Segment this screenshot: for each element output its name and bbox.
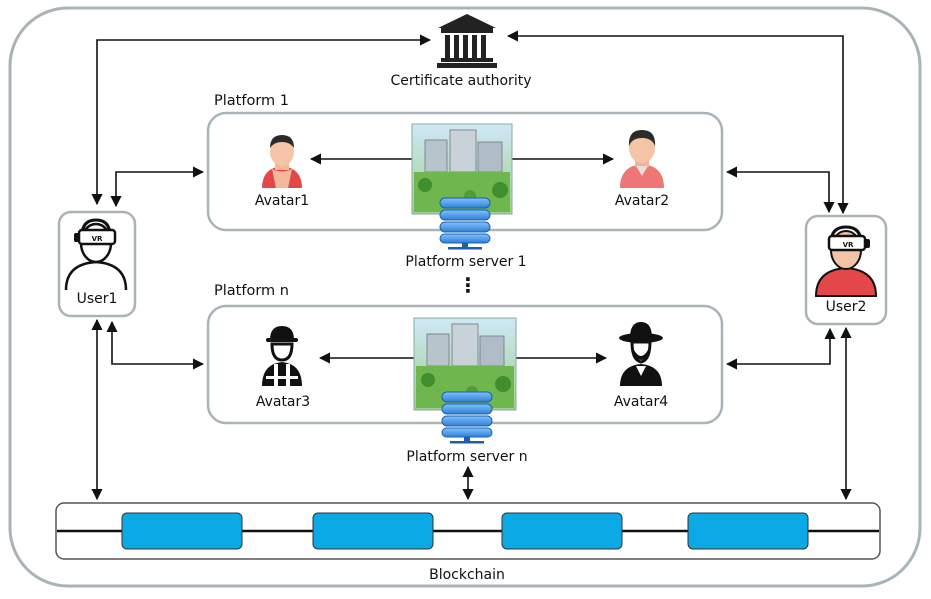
platform-1-label: Platform 1 xyxy=(214,93,289,109)
block-2 xyxy=(312,512,434,550)
platform-server-n-label: Platform server n xyxy=(406,449,528,465)
platforms-ellipsis: ⋮ xyxy=(458,273,478,297)
user1-label: User1 xyxy=(76,291,118,307)
arrow-platformn-user2 xyxy=(725,327,836,370)
avatar2-label: Avatar2 xyxy=(614,193,670,209)
blockchain-label: Blockchain xyxy=(429,567,505,583)
avatar3-icon xyxy=(262,326,302,386)
platform-n-label: Platform n xyxy=(214,283,289,299)
user1-vr-badge: VR xyxy=(92,235,103,243)
blockchain-blocks xyxy=(121,512,809,550)
arrow-user1-platformn xyxy=(106,320,205,370)
server-stack-icon xyxy=(439,197,491,250)
arrow-ca-user2 xyxy=(506,30,849,215)
user2-vr-badge: VR xyxy=(843,241,854,249)
user1-vr-icon: VR xyxy=(64,218,128,291)
avatar4-label: Avatar4 xyxy=(613,394,669,410)
avatar3-label: Avatar3 xyxy=(255,394,311,410)
avatar1-label: Avatar1 xyxy=(254,193,310,209)
platform-server-1-label: Platform server 1 xyxy=(405,254,527,270)
avatar1-icon xyxy=(262,135,302,188)
arrow-user1-platform1 xyxy=(110,166,205,208)
platform-server-1-icon xyxy=(411,123,513,250)
server-stack-icon xyxy=(441,391,493,444)
block-3 xyxy=(501,512,623,550)
block-1 xyxy=(121,512,243,550)
user2-vr-icon: VR xyxy=(814,225,878,297)
arrow-platform1-user2 xyxy=(725,166,835,214)
avatar2-icon xyxy=(620,130,664,188)
arrow-user1-ca xyxy=(91,34,432,206)
platform-server-n-icon xyxy=(413,317,517,444)
outer-boundary xyxy=(8,6,922,588)
user2-label: User2 xyxy=(825,299,867,315)
ca-label: Certificate authority xyxy=(390,73,532,89)
connection-arrows xyxy=(91,30,852,501)
bank-icon xyxy=(437,14,497,68)
block-4 xyxy=(687,512,809,550)
avatar4-icon xyxy=(619,322,663,386)
